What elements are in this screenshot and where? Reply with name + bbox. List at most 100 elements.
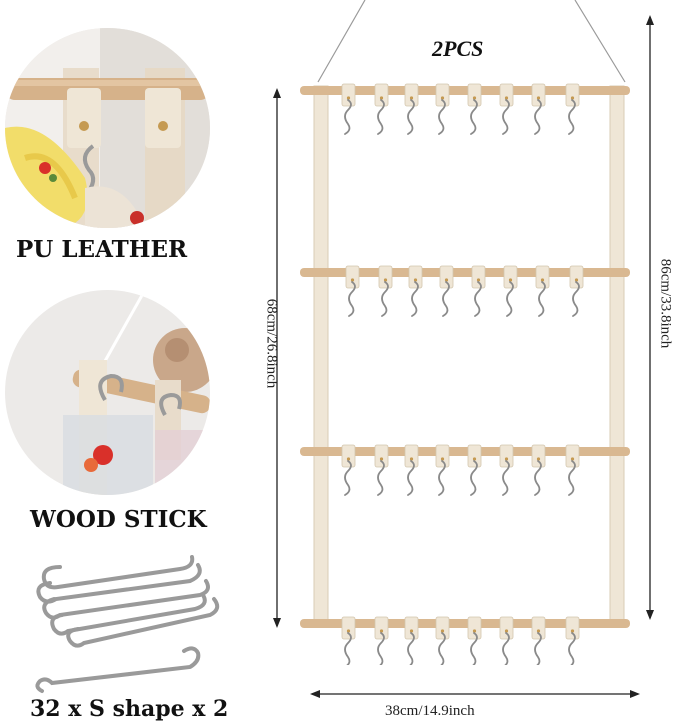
hook-strap <box>439 265 454 289</box>
hook-strap <box>565 83 580 107</box>
rivet <box>504 457 509 461</box>
pu-leather-label: PU LEATHER <box>16 236 188 263</box>
s-hook <box>502 632 510 665</box>
s-hook <box>442 281 450 317</box>
rivet <box>379 457 384 461</box>
s-hook <box>538 281 546 317</box>
rivet <box>472 629 477 633</box>
hook-strap <box>535 265 550 289</box>
s-hook <box>407 460 415 496</box>
rivet <box>383 278 388 282</box>
right-strap <box>609 85 625 627</box>
rivet <box>570 629 575 633</box>
hook-strap <box>404 444 419 468</box>
rivet <box>540 278 545 282</box>
hook-strap <box>435 616 450 640</box>
width-label: 38cm/14.9inch <box>385 703 475 719</box>
rivet <box>574 278 579 282</box>
rivet <box>413 278 418 282</box>
hook-strap <box>378 265 393 289</box>
s-hook <box>438 632 446 665</box>
s-hook <box>534 632 542 665</box>
height-inner-arrow <box>270 88 284 628</box>
s-hook <box>377 460 385 496</box>
hook-strap <box>503 265 518 289</box>
left-strap <box>313 85 329 627</box>
hook-strap <box>467 444 482 468</box>
hook-strap <box>531 616 546 640</box>
s-hook <box>502 99 510 135</box>
hanger-illustration <box>290 0 640 665</box>
s-hook <box>506 281 514 317</box>
s-hook <box>534 99 542 135</box>
s-hook <box>344 632 352 665</box>
hook-strap <box>408 265 423 289</box>
hook-strap <box>471 265 486 289</box>
rivet <box>570 96 575 100</box>
s-hook <box>568 460 576 496</box>
height-inner-label: 68cm/26.8inch <box>263 298 280 389</box>
rivet <box>440 629 445 633</box>
s-hook <box>411 281 419 317</box>
s-hook <box>534 460 542 496</box>
rivet <box>346 457 351 461</box>
hook-strap <box>345 265 360 289</box>
hook-strap <box>531 83 546 107</box>
s-hook <box>438 460 446 496</box>
hook-strap <box>531 444 546 468</box>
rivet <box>536 457 541 461</box>
hook-strap <box>341 444 356 468</box>
hook-strap <box>499 444 514 468</box>
s-hook <box>470 460 478 496</box>
hook-strap <box>374 83 389 107</box>
s-hook <box>344 460 352 496</box>
hook-strap <box>374 616 389 640</box>
rivet <box>570 457 575 461</box>
hook-strap <box>499 616 514 640</box>
quantity-title: 2PCS <box>432 36 484 61</box>
hook-strap <box>404 616 419 640</box>
hook-strap <box>467 83 482 107</box>
rivet <box>440 457 445 461</box>
rivet <box>350 278 355 282</box>
rivet <box>346 96 351 100</box>
hook-strap <box>341 83 356 107</box>
hook-strap <box>467 616 482 640</box>
rivet <box>476 278 481 282</box>
rivet <box>536 629 541 633</box>
s-hook <box>470 632 478 665</box>
rivet <box>379 629 384 633</box>
rivet <box>444 278 449 282</box>
wood-stick-label: WOOD STICK <box>30 506 207 533</box>
s-hook <box>407 632 415 665</box>
rivet <box>409 457 414 461</box>
rivet <box>536 96 541 100</box>
s-hook <box>568 99 576 135</box>
hook-strap <box>565 616 580 640</box>
s-hook <box>377 99 385 135</box>
hook-strap <box>435 444 450 468</box>
rivet <box>379 96 384 100</box>
rivet <box>440 96 445 100</box>
s-hook <box>474 281 482 317</box>
rivet <box>472 96 477 100</box>
rivet <box>504 96 509 100</box>
pu-leather-photo <box>5 28 210 228</box>
s-hooks-photo <box>30 555 235 700</box>
rivet <box>508 278 513 282</box>
s-hook-count-label: 32 x S shape x 2 <box>30 696 229 722</box>
hook-strap <box>374 444 389 468</box>
s-hook <box>344 99 352 135</box>
rivet <box>346 629 351 633</box>
hook-strap <box>341 616 356 640</box>
hanging-string <box>317 0 626 83</box>
s-hook <box>572 281 580 317</box>
rivet <box>472 457 477 461</box>
hook-strap <box>404 83 419 107</box>
s-hook <box>381 281 389 317</box>
rivet <box>504 629 509 633</box>
hook-strap <box>435 83 450 107</box>
hook-strap <box>499 83 514 107</box>
s-hook <box>568 632 576 665</box>
s-hook <box>348 281 356 317</box>
